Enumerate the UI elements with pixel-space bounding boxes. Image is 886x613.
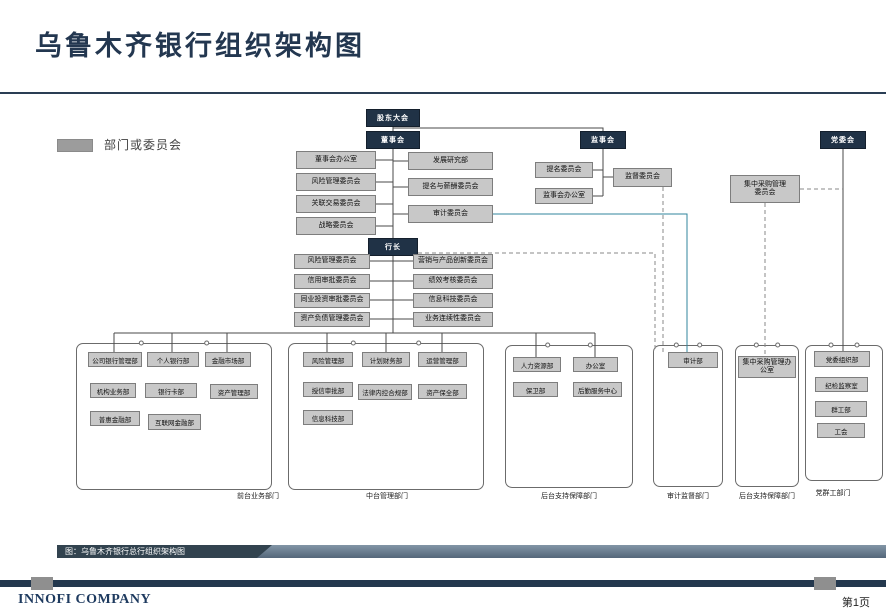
node-performance-appraisal-committee: 绩效考核委员会 (413, 274, 493, 289)
label-party-mass: 党群工部门 (815, 490, 851, 497)
page-number: 第1页 (841, 597, 870, 609)
label-audit-supervision: 审计监督部门 (667, 493, 709, 500)
container-audit (653, 345, 723, 487)
node-interbank-investment-approval-committee: 同业投资审批委员会 (294, 293, 370, 308)
node-information-technology-dept: 信息科技部 (303, 410, 353, 425)
node-central-procurement-committee: 集中采购管理 委员会 (730, 175, 800, 203)
node-central-procurement-office: 集中采购管理办 公室 (738, 356, 796, 378)
label-front-office: 前台业务部门 (237, 493, 279, 500)
node-mass-work-dept: 群工部 (815, 401, 867, 417)
footer-square-left (31, 577, 53, 590)
node-internet-finance-dept: 互联网金融部 (148, 414, 201, 430)
node-discipline-inspection-office: 纪检监察室 (815, 377, 868, 392)
node-institutional-business-dept: 机构业务部 (90, 383, 136, 398)
node-nomination-remuneration-committee: 提名与薪酬委员会 (408, 178, 493, 196)
page-title: 乌鲁木齐银行组织架构图 (35, 31, 365, 61)
node-strategy-committee: 战略委员会 (296, 217, 376, 235)
caption-bar: 图：乌鲁木齐银行总行组织架构图 (57, 545, 886, 558)
node-corporate-banking-dept: 公司银行管理部 (88, 352, 142, 367)
node-audit-committee: 审计委员会 (408, 205, 493, 223)
node-inclusive-finance-dept: 普惠金融部 (90, 411, 140, 426)
node-operations-management-dept: 运营管理部 (418, 352, 467, 367)
legend-swatch (57, 139, 93, 152)
node-labor-union: 工会 (817, 423, 865, 438)
node-president: 行长 (368, 238, 418, 256)
footer-square-right (814, 577, 836, 590)
node-risk-management-committee: 风险管理委员会 (296, 173, 376, 191)
node-legal-compliance-dept: 法律内控合规部 (358, 384, 412, 400)
node-asset-preservation-dept: 资产保全部 (418, 384, 467, 399)
node-audit-dept: 审计部 (668, 352, 718, 368)
node-financial-markets-dept: 金融市场部 (205, 352, 251, 367)
node-information-technology-committee: 信息科技委员会 (413, 293, 493, 308)
node-human-resources-dept: 人力资源部 (513, 357, 561, 372)
node-personal-banking-dept: 个人银行部 (147, 352, 199, 367)
node-general-office: 办公室 (573, 357, 618, 372)
label-middle-office: 中台管理部门 (366, 493, 408, 500)
node-development-research-dept: 发展研究部 (408, 152, 493, 170)
label-back-office-2: 后台支持保障部门 (739, 493, 795, 500)
title-divider (0, 92, 886, 94)
company-logo-text: INNOFI COMPANY (18, 592, 152, 607)
node-related-party-transaction-committee: 关联交易委员会 (296, 195, 376, 213)
node-asset-management-dept: 资产管理部 (210, 384, 258, 399)
node-business-continuity-committee: 业务连续性委员会 (413, 312, 493, 327)
node-supervisors-office: 监事会办公室 (535, 188, 593, 204)
node-credit-approval-committee: 信用审批委员会 (294, 274, 370, 289)
node-party-committee: 党委会 (820, 131, 866, 149)
node-board-of-directors: 董事会 (366, 131, 420, 149)
caption-label: 图：乌鲁木齐银行总行组织架构图 (57, 545, 272, 558)
legend-label: 部门或委员会 (104, 138, 183, 152)
node-logistics-service-center: 后勤服务中心 (573, 382, 622, 397)
node-security-dept: 保卫部 (513, 382, 558, 397)
node-planning-finance-dept: 计划财务部 (362, 352, 410, 367)
node-pres-risk-management-committee: 风险管理委员会 (294, 254, 370, 269)
node-party-organization-dept: 党委组织部 (814, 351, 870, 367)
node-risk-management-dept: 风险管理部 (303, 352, 353, 367)
node-supervision-committee: 监督委员会 (613, 168, 672, 187)
node-shareholders-meeting: 股东大会 (366, 109, 420, 127)
node-marketing-product-innovation-committee: 营销与产品创新委员会 (413, 254, 493, 269)
footer-divider (0, 580, 886, 587)
node-board-of-supervisors: 监事会 (580, 131, 626, 149)
node-credit-approval-dept: 授信审批部 (303, 382, 353, 397)
node-bank-card-dept: 银行卡部 (145, 383, 197, 398)
node-nomination-committee: 提名委员会 (535, 162, 593, 178)
node-asset-liability-management-committee: 资产负债管理委员会 (294, 312, 370, 327)
caption-text: 图：乌鲁木齐银行总行组织架构图 (65, 547, 185, 556)
node-board-office: 董事会办公室 (296, 151, 376, 169)
label-back-office: 后台支持保障部门 (541, 493, 597, 500)
